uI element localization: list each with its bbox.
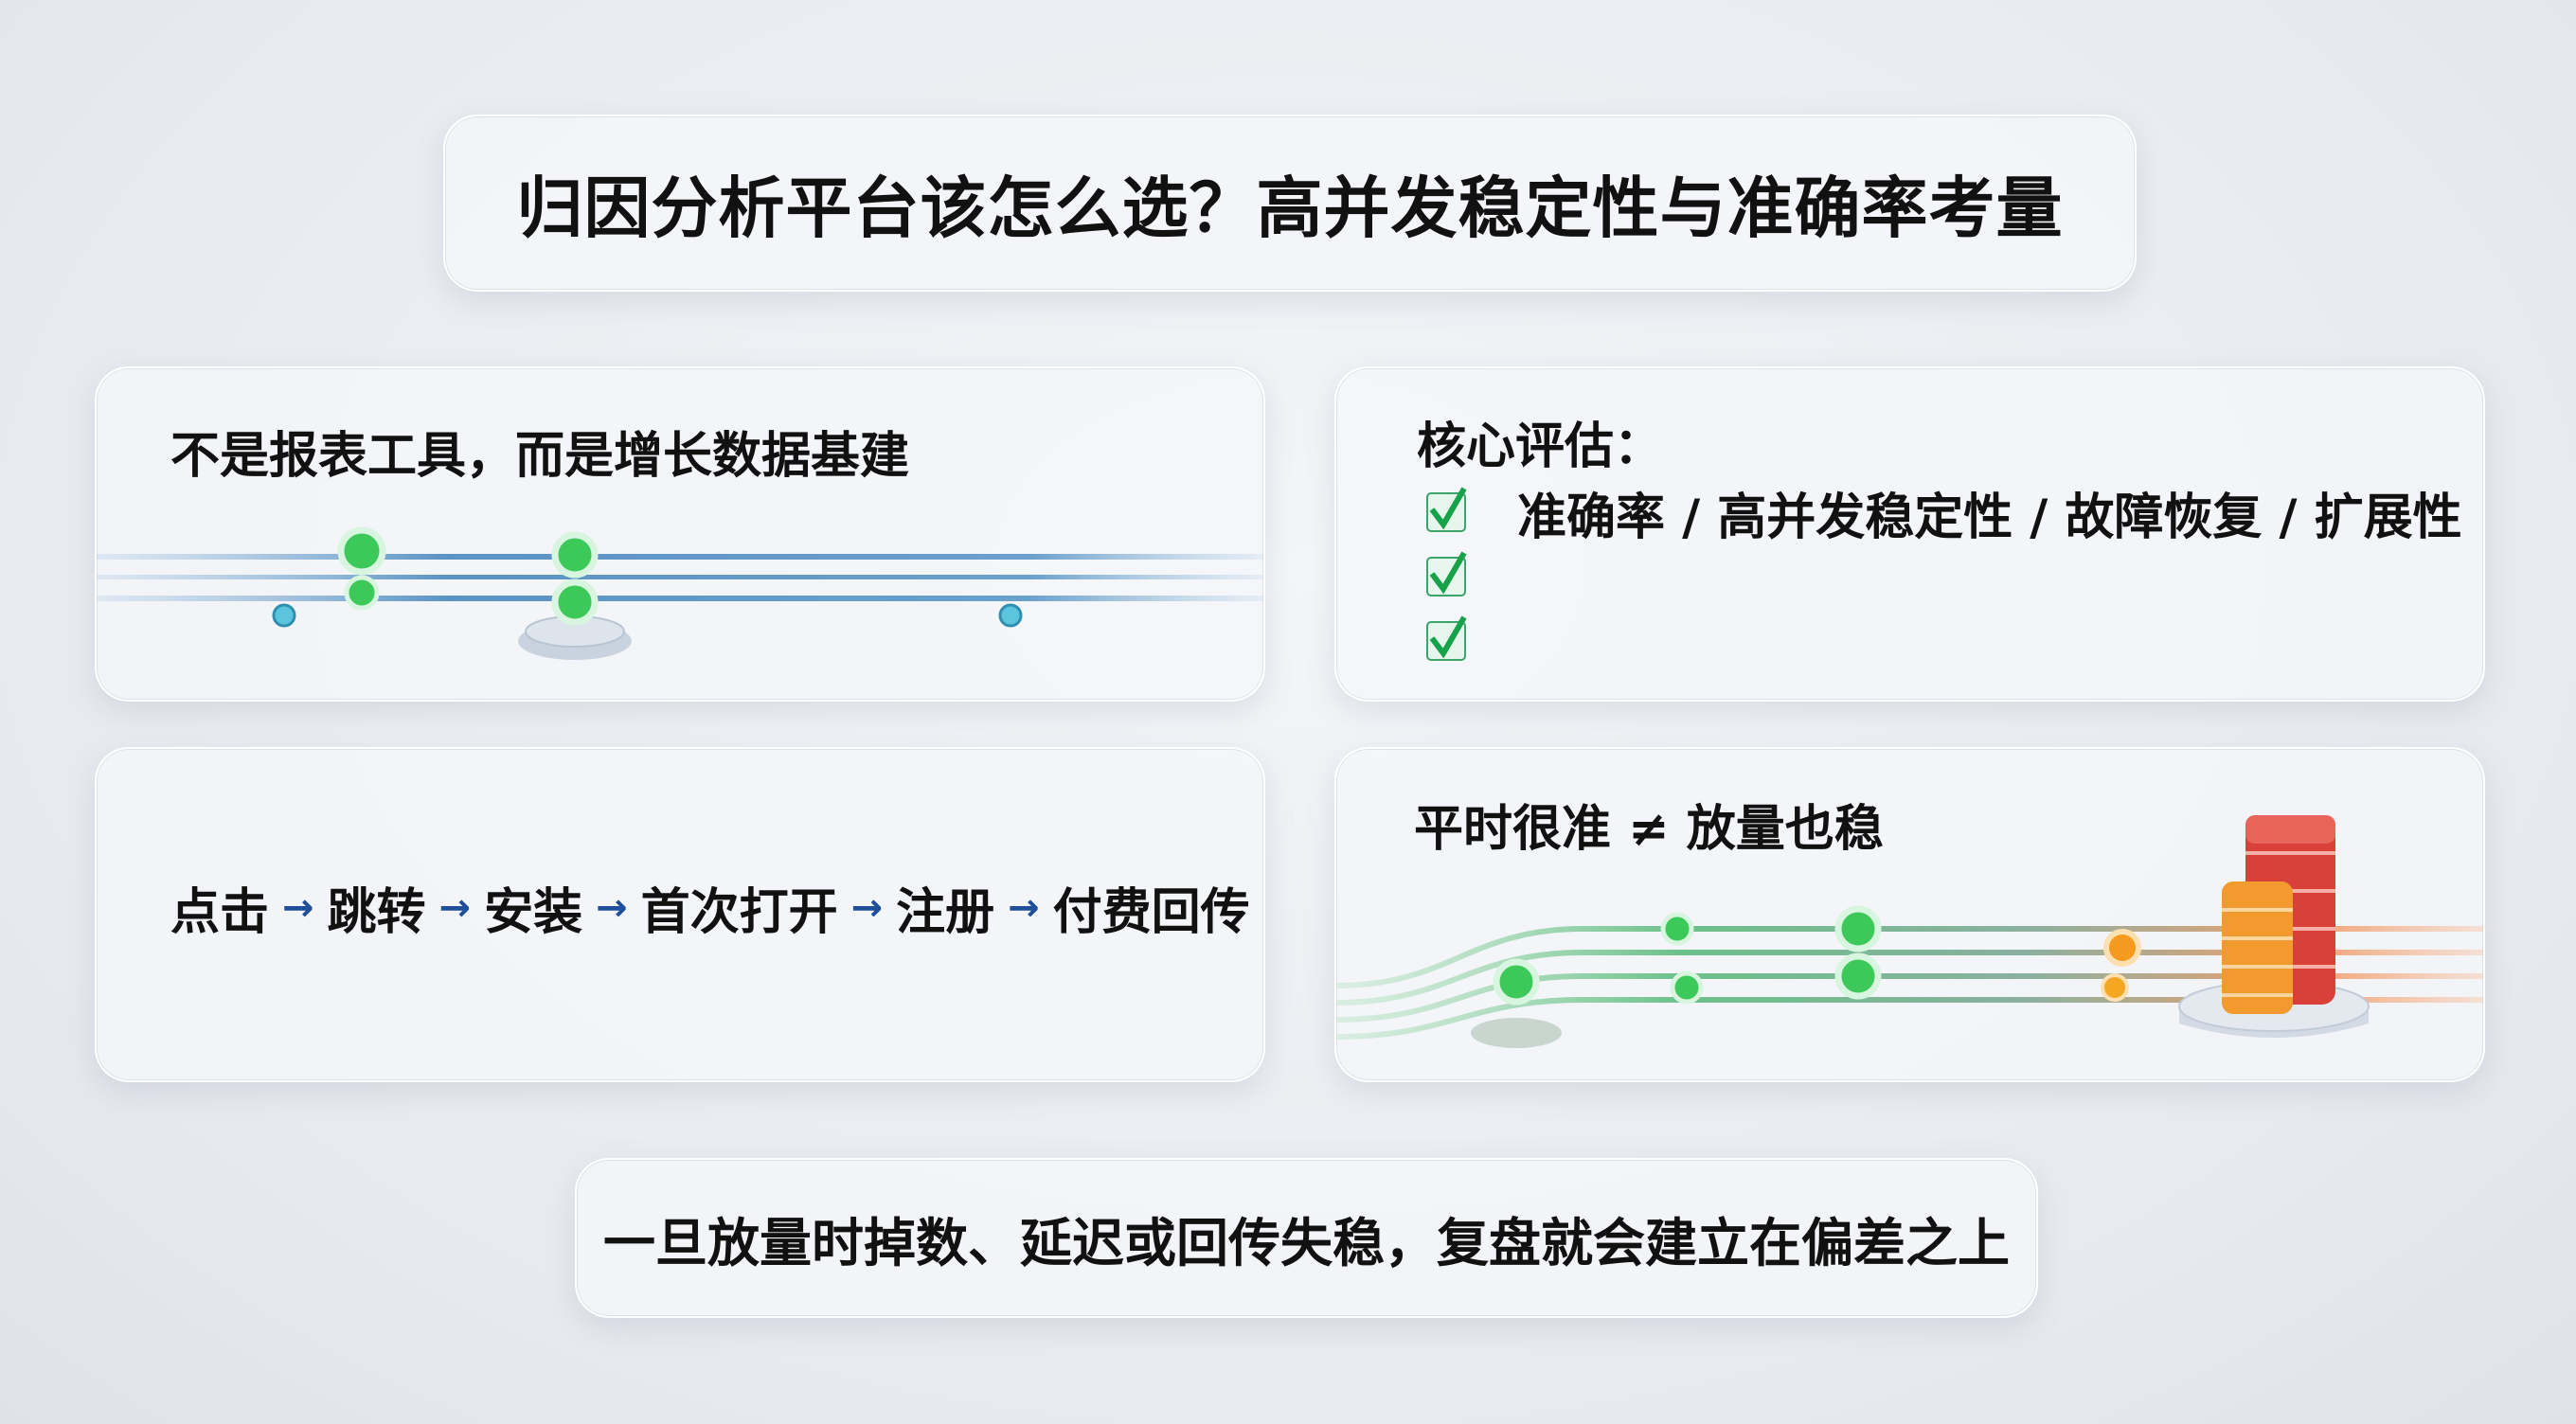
flow-step-click: 点击 [170, 884, 270, 941]
checkbox-checked-icon [1426, 487, 1467, 532]
flow-step-payment-callback: 付费回传 [1052, 884, 1250, 941]
node-base [1471, 1018, 1562, 1048]
stream-lines [97, 554, 1263, 601]
card-core-evaluation: 核心评估： 准确率 / 高并发稳定性 / 故障恢复 / 扩展性 [1334, 366, 2485, 702]
flow-step-first-open: 首次打开 [640, 884, 838, 941]
card-data-infrastructure: 不是报表工具，而是增长数据基建 [95, 366, 1265, 702]
arrow-right-icon: → [1008, 885, 1040, 930]
card-title: 核心评估： [1417, 418, 1664, 475]
checklist-item: 准确率 / 高并发稳定性 / 故障恢复 / 扩展性 [1426, 480, 2462, 546]
green-node [551, 578, 599, 626]
blue-node [998, 603, 1023, 628]
flow-step-register: 注册 [896, 884, 995, 941]
green-node [1834, 952, 1882, 1000]
card-stability-under-load: 平时很准 ≠ 放量也稳 [1334, 747, 2485, 1082]
load-stream-illustration [1336, 815, 2483, 1048]
green-node [1493, 958, 1540, 1006]
server-stack-icon [2178, 815, 2370, 1038]
green-node [1834, 905, 1882, 952]
title-banner: 归因分析平台该怎么选？高并发稳定性与准确率考量 [443, 115, 2137, 292]
arrow-right-icon: → [850, 885, 884, 930]
data-stream-illustration [97, 526, 1263, 660]
attribution-flow: 点击 → 跳转 → 安装 → 首次打开 → 注册 → 付费回传 [170, 872, 1250, 943]
green-node [344, 575, 380, 611]
green-node [1670, 970, 1704, 1005]
checkbox-checked-icon [1426, 551, 1467, 596]
blue-node [272, 603, 296, 628]
flow-step-install: 安装 [484, 884, 583, 941]
checklist-item [1426, 609, 2462, 673]
green-node [337, 526, 386, 576]
card-attribution-flow: 点击 → 跳转 → 安装 → 首次打开 → 注册 → 付费回传 [95, 747, 1265, 1082]
checklist: 准确率 / 高并发稳定性 / 故障恢复 / 扩展性 [1426, 480, 2462, 673]
card-title: 不是报表工具，而是增长数据基建 [170, 428, 910, 485]
page-title: 归因分析平台该怎么选？高并发稳定性与准确率考量 [516, 169, 2064, 247]
flow-step-redirect: 跳转 [327, 884, 426, 941]
green-node [551, 531, 599, 578]
conclusion-banner: 一旦放量时掉数、延迟或回传失稳，复盘就会建立在偏差之上 [575, 1158, 2038, 1318]
arrow-right-icon: → [282, 885, 314, 930]
arrow-right-icon: → [596, 885, 628, 930]
card-title: 平时很准 ≠ 放量也稳 [1414, 801, 1884, 858]
green-node [1660, 912, 1694, 946]
checkbox-checked-icon [1426, 615, 1467, 661]
checklist-item-label: 准确率 / 高并发稳定性 / 故障恢复 / 扩展性 [1517, 489, 2462, 546]
checklist-item [1426, 544, 2462, 609]
arrow-right-icon: → [438, 885, 472, 930]
orange-node [2101, 973, 2129, 1002]
orange-node [2103, 929, 2141, 967]
stream-lines [1336, 926, 2483, 1040]
conclusion-text: 一旦放量时掉数、延迟或回传失稳，复盘就会建立在偏差之上 [602, 1212, 2010, 1273]
